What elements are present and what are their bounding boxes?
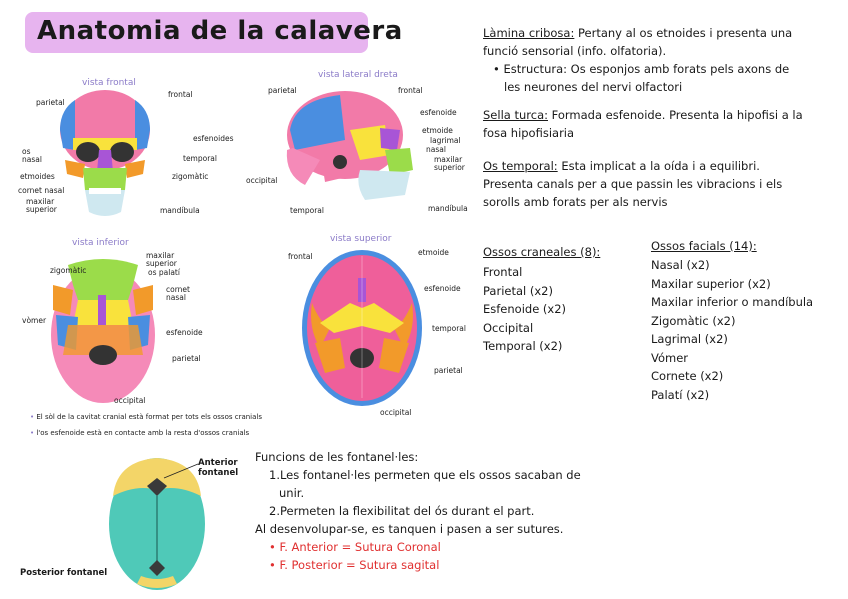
- os-temporal-block: Os temporal: Esta implicat a la oída i a…: [483, 159, 783, 209]
- lateral-label-maxilar: maxilar superior: [434, 155, 465, 172]
- superior-view-label: vista superior: [330, 234, 392, 244]
- posterior-fontanel-label: Posterior fontanel: [20, 568, 108, 578]
- inferior-skull-diagram: [51, 259, 155, 403]
- lateral-label-esfenoide: esfenoide: [420, 108, 457, 117]
- frontal-label-frontal: frontal: [168, 90, 193, 99]
- lateral-view-label: vista lateral dreta: [318, 70, 398, 80]
- list-item: Maxilar superior (x2): [651, 276, 771, 291]
- frontal-label-mandibula: mandíbula: [160, 206, 200, 215]
- inferior-label-esfenoide: esfenoide: [166, 328, 203, 337]
- lateral-label-temporal: temporal: [290, 206, 324, 215]
- note-2: • l'os esfenoide està en contacte amb la…: [30, 429, 250, 437]
- facial-bones-heading: Ossos facials (14):: [651, 239, 757, 253]
- superior-label-frontal: frontal: [288, 252, 313, 261]
- lamina-cribosa-block: Làmina cribosa: Pertany al os etnoides i…: [483, 26, 793, 94]
- frontal-label-etmoides: etmoides: [20, 172, 55, 181]
- lateral-label-parietal: parietal: [268, 86, 297, 95]
- inferior-label-vomer: vòmer: [22, 316, 47, 325]
- list-item: Occipital: [483, 320, 534, 335]
- lateral-label-lagrimal: lagrimal: [430, 136, 461, 145]
- list-item: Esfenoide (x2): [483, 302, 567, 316]
- inferior-label-zigomatic: zigomàtic: [50, 266, 87, 275]
- lateral-label-mandibula: mandíbula: [428, 204, 468, 213]
- frontal-label-parietal: parietal: [36, 98, 65, 107]
- list-item: Maxilar inferior o mandíbula: [651, 295, 814, 309]
- frontal-label-os-nasal: os nasal: [22, 147, 42, 164]
- lateral-label-nasal: nasal: [426, 145, 446, 154]
- facial-bones-list: Nasal (x2) Maxilar superior (x2) Maxilar…: [651, 256, 813, 404]
- title-box: [25, 12, 368, 53]
- superior-label-occipital: occipital: [380, 408, 412, 417]
- frontal-label-zigomatic: zigomàtic: [172, 172, 209, 181]
- anterior-fontanel-label: Anterior fontanel: [198, 458, 239, 478]
- inferior-label-cornet-nasal: cornet nasal: [166, 285, 190, 302]
- frontal-label-maxilar: maxilar superior: [26, 197, 57, 214]
- list-item: Parietal (x2): [483, 283, 553, 298]
- frontal-label-esfenoides: esfenoides: [193, 134, 234, 143]
- superior-label-parietal: parietal: [434, 366, 463, 375]
- list-item: Lagrimal (x2): [651, 332, 728, 346]
- lateral-label-frontal: frontal: [398, 86, 423, 95]
- inferior-label-os-palati: os palatí: [148, 268, 180, 277]
- superior-label-esfenoide: esfenoide: [424, 284, 461, 293]
- sella-turca-block: Sella turca: Formada esfenoide. Presenta…: [483, 108, 803, 140]
- page-title: Anatomia de la calavera: [37, 16, 403, 46]
- fontanel-functions-block: Funcions de les fontanel·les: 1.Les font…: [255, 450, 581, 572]
- lateral-label-occipital: occipital: [246, 176, 278, 185]
- list-item: Vómer: [651, 350, 689, 365]
- cranial-bones-list: Frontal Parietal (x2) Esfenoide (x2) Occ…: [483, 263, 566, 356]
- inferior-label-occipital: occipital: [114, 396, 146, 405]
- list-item: Temporal (x2): [483, 339, 563, 353]
- frontal-view-label: vista frontal: [82, 78, 136, 88]
- frontal-label-temporal: temporal: [183, 154, 217, 163]
- lateral-label-etmoide: etmoide: [422, 126, 453, 135]
- note-1: • El sòl de la cavitat cranial està form…: [30, 413, 262, 421]
- list-item: Cornete (x2): [651, 369, 724, 383]
- superior-label-temporal: temporal: [432, 324, 466, 333]
- list-item: Zigomàtic (x2): [651, 313, 736, 328]
- inferior-label-maxilar: maxilar superior: [146, 251, 177, 268]
- frontal-label-cornet-nasal: cornet nasal: [18, 186, 65, 195]
- infant-skull-fontanel-diagram: [109, 458, 205, 590]
- list-item: Frontal: [483, 265, 523, 279]
- anterior-pointer-line: [163, 463, 199, 479]
- superior-skull-diagram: [302, 250, 422, 406]
- inferior-view-label: vista inferior: [72, 238, 129, 248]
- inferior-label-parietal: parietal: [172, 354, 201, 363]
- lateral-skull-diagram: [286, 91, 413, 200]
- cranial-bones-heading: Ossos craneales (8):: [483, 245, 601, 259]
- list-item: Nasal (x2): [651, 258, 710, 272]
- frontal-skull-diagram: [60, 90, 150, 216]
- list-item: Palatí (x2): [651, 387, 710, 402]
- superior-label-etmoide: etmoide: [418, 248, 449, 257]
